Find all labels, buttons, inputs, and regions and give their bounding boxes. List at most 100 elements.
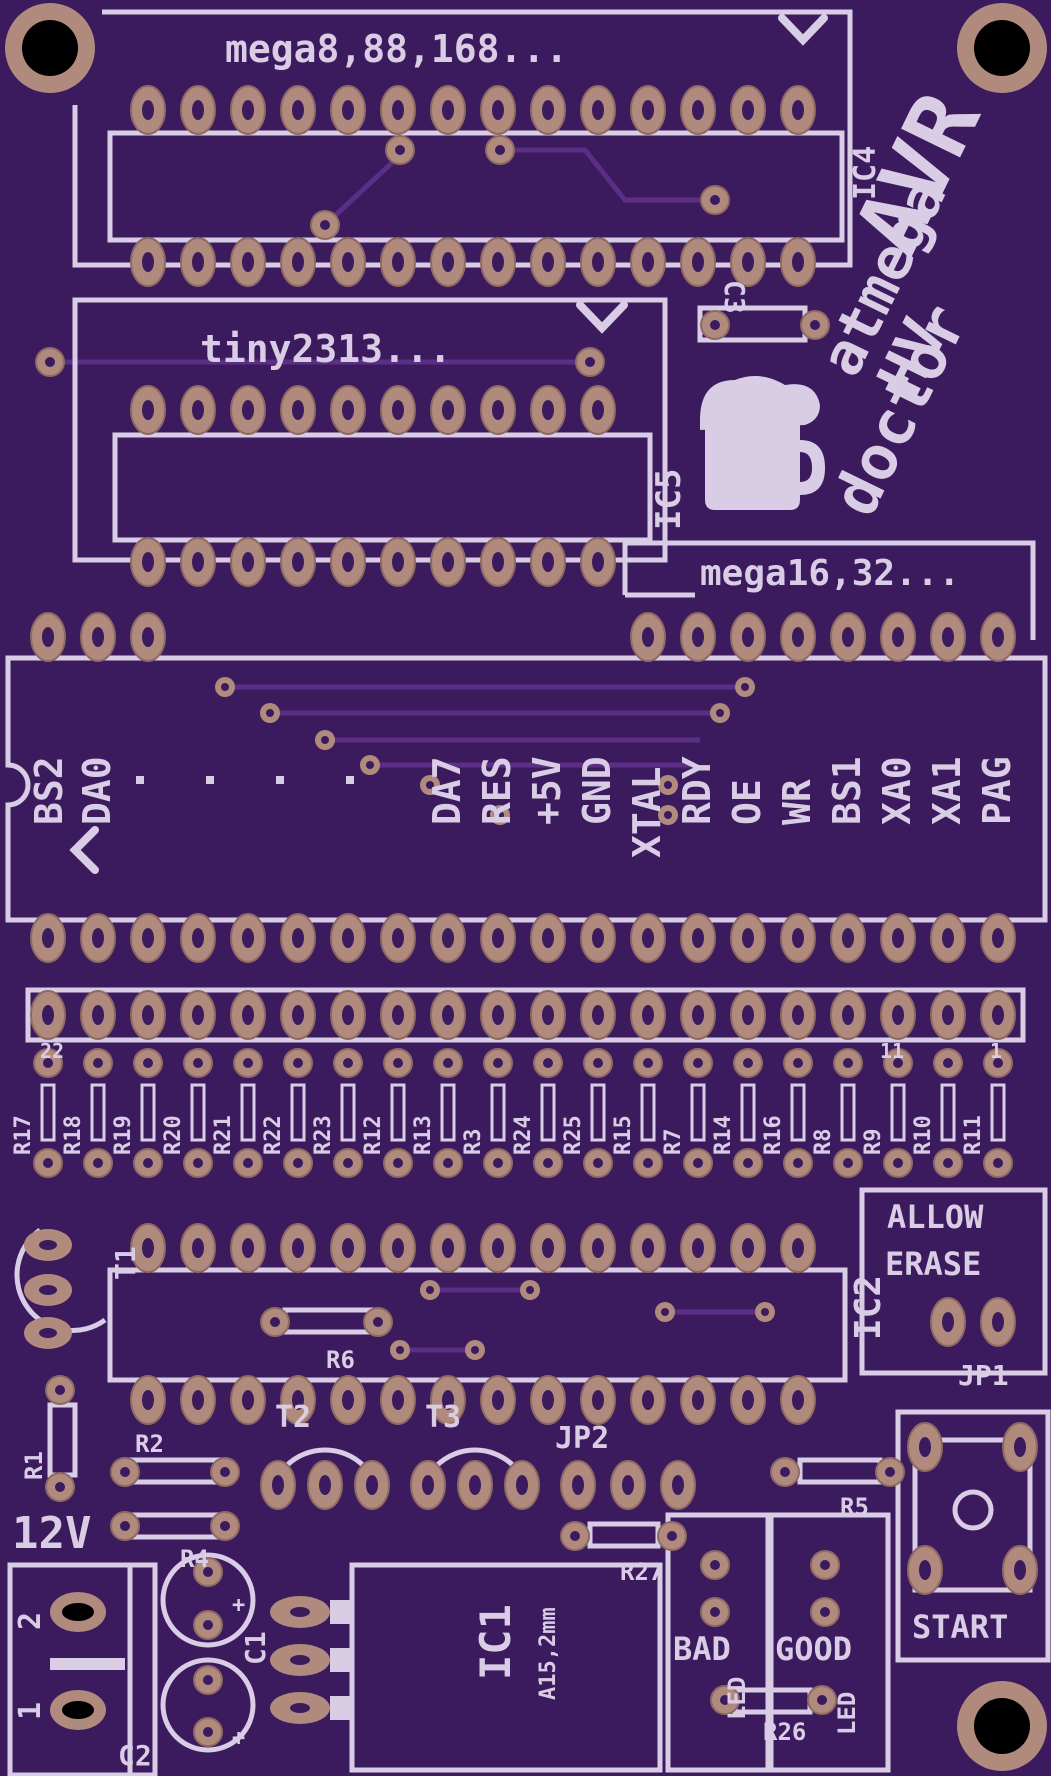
label-jp1: JP1 xyxy=(958,1359,1009,1392)
jp2-pad xyxy=(610,1460,646,1510)
label-t2: T2 xyxy=(275,1400,311,1435)
header-pad xyxy=(180,990,216,1040)
ic4-pad-bottom xyxy=(630,237,666,287)
label-a15: A15,2mm xyxy=(536,1607,561,1700)
ic4-pad-bottom xyxy=(280,237,316,287)
ic2-pad-top xyxy=(430,1223,466,1273)
resistor-pad-top xyxy=(333,1048,363,1078)
component-pad xyxy=(700,310,730,340)
label-r27: R27 xyxy=(620,1558,663,1586)
ic5-pad-top xyxy=(280,385,316,435)
dip40-pad-top-right xyxy=(930,612,966,662)
ic2-pad-top xyxy=(730,1223,766,1273)
resistor-pad-bottom xyxy=(383,1148,413,1178)
label-allow: ALLOW xyxy=(887,1198,984,1236)
ic4-pad-top xyxy=(430,85,466,135)
component-pad xyxy=(810,1550,840,1580)
dip40-pad-bottom xyxy=(730,913,766,963)
ic5-pad-bottom xyxy=(530,537,566,587)
label-plus-c2: + xyxy=(232,1726,245,1751)
resistor-pad-bottom xyxy=(133,1148,163,1178)
ic4-pad-top xyxy=(680,85,716,135)
component-pad xyxy=(193,1665,223,1695)
ic2-pad-top xyxy=(380,1223,416,1273)
label-r26: R26 xyxy=(763,1718,806,1746)
ic4-pad-top xyxy=(380,85,416,135)
label-pin-11: 11 xyxy=(880,1039,904,1063)
component-pad xyxy=(657,1521,687,1551)
resistor-pad-bottom xyxy=(333,1148,363,1178)
dip40-pad-bottom xyxy=(580,913,616,963)
dip40-pad-bottom xyxy=(330,913,366,963)
ic5-pad-bottom xyxy=(180,537,216,587)
resistor-pad-top xyxy=(383,1048,413,1078)
start-button-pad xyxy=(907,1545,943,1595)
resistor-label: R10 xyxy=(911,1115,936,1155)
dip40-pad-bottom xyxy=(230,913,266,963)
terminal-block-bar xyxy=(50,1658,125,1670)
ic4-pad-top xyxy=(730,85,766,135)
label-pin-1: 1 xyxy=(990,1039,1002,1063)
resistor-body xyxy=(740,1083,756,1142)
label-r6: R6 xyxy=(326,1346,355,1374)
ic4-pad-bottom xyxy=(380,237,416,287)
ic2-pad-bottom xyxy=(780,1375,816,1425)
t2-pad xyxy=(307,1460,343,1510)
label-r5: R5 xyxy=(840,1493,869,1521)
dip40-pad-bottom xyxy=(880,913,916,963)
pin-label: RES xyxy=(475,756,519,825)
ic5-pad-bottom xyxy=(430,537,466,587)
ic4-pad-top xyxy=(480,85,516,135)
mounting-hole-top-left xyxy=(5,3,95,93)
pin-label: +5V xyxy=(525,756,569,825)
resistor-label: R8 xyxy=(811,1129,836,1156)
component-pad xyxy=(193,1717,223,1747)
ic4-pad-bottom xyxy=(480,237,516,287)
dip40-pad-top-left xyxy=(30,612,66,662)
label-terminal-1: 1 xyxy=(13,1702,48,1720)
resistor-pad-top xyxy=(83,1048,113,1078)
via xyxy=(420,1280,440,1300)
ic2-pad-bottom xyxy=(380,1375,416,1425)
via xyxy=(465,1340,485,1360)
resistor-bodies xyxy=(40,1083,1006,1142)
resistor-body xyxy=(140,1083,156,1142)
resistor-body xyxy=(790,1083,806,1142)
ic2-pad-bottom xyxy=(330,1375,366,1425)
label-12v: 12V xyxy=(12,1508,91,1559)
dip40-pad-top-right xyxy=(830,612,866,662)
resistor-pad-top xyxy=(133,1048,163,1078)
label-mega8: mega8,88,168... xyxy=(225,27,568,71)
header-pad xyxy=(30,990,66,1040)
dip40-pad-bottom xyxy=(480,913,516,963)
label-pin-22: 22 xyxy=(40,1039,64,1063)
dip40-pad-bottom xyxy=(630,913,666,963)
dip40-pad-top-right xyxy=(680,612,716,662)
ic5-pad-top xyxy=(380,385,416,435)
dip40-pad-top-right xyxy=(980,612,1016,662)
jp2-pad xyxy=(560,1460,596,1510)
via xyxy=(390,1340,410,1360)
silk-dot xyxy=(346,776,354,784)
ic4-pad-bottom xyxy=(330,237,366,287)
ic4-pad-top xyxy=(280,85,316,135)
resistor-pad-bottom xyxy=(733,1148,763,1178)
dip40-pad-bottom xyxy=(680,913,716,963)
mounting-hole-top-right xyxy=(957,3,1047,93)
traces xyxy=(50,147,765,1353)
label-ic4: IC4 xyxy=(848,146,883,200)
via xyxy=(520,1280,540,1300)
ic5-pad-bottom xyxy=(280,537,316,587)
ic2-pad-top xyxy=(580,1223,616,1273)
component-pad xyxy=(560,1521,590,1551)
resistor-body xyxy=(940,1083,956,1142)
resistor-label: R12 xyxy=(361,1115,386,1155)
resistor-label: R17 xyxy=(11,1115,36,1155)
t1-pad xyxy=(24,1274,72,1306)
ic5-pad-bottom xyxy=(330,537,366,587)
resistor-label: R13 xyxy=(411,1115,436,1155)
dip40-pad-top-right xyxy=(630,612,666,662)
component-pad xyxy=(310,210,340,240)
header-pad xyxy=(780,990,816,1040)
